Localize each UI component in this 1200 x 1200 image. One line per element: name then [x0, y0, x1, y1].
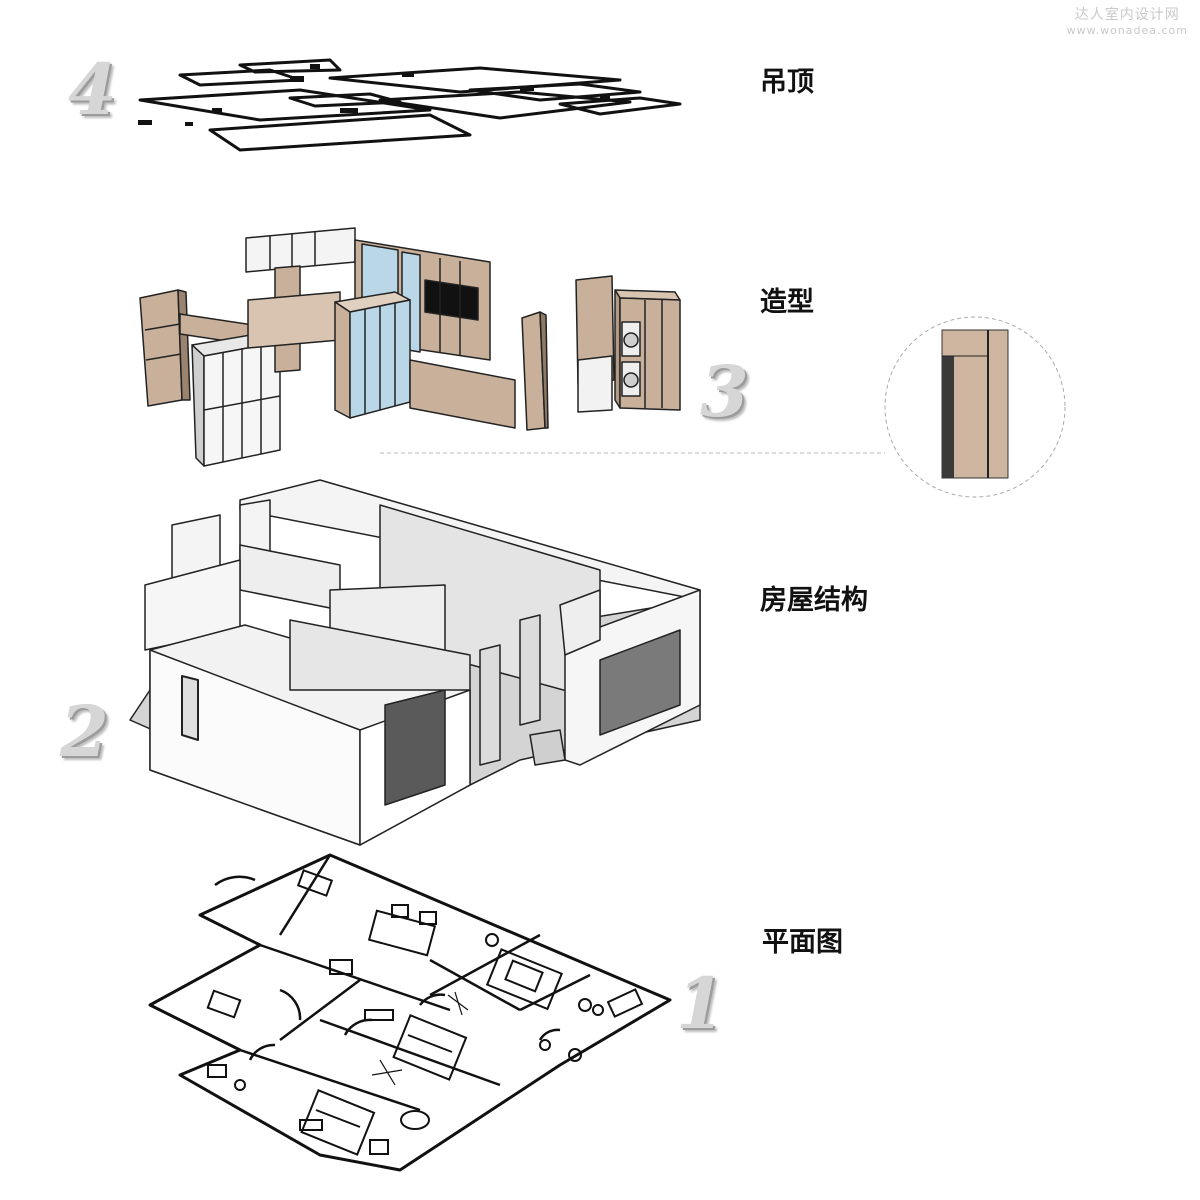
glass-cabinet [334, 291, 411, 419]
laundry-cabinet [575, 275, 681, 413]
middle-shelving [247, 265, 341, 373]
layer-number-4: 4 [68, 48, 117, 131]
layer-label-features: 造型 [760, 287, 814, 318]
tall-wood-panel [521, 311, 549, 431]
cabinet-detail-zoom-icon [884, 316, 1066, 498]
layer-number-2: 2 [60, 690, 109, 773]
layer-label-floor-plan: 平面图 [762, 927, 843, 958]
layer-number-3: 3 [700, 350, 749, 433]
layer-number-1: 1 [676, 962, 725, 1045]
layer-label-structure: 房屋结构 [760, 585, 868, 616]
media-bench [409, 359, 516, 429]
watermark-title: 达人室内设计网 [1074, 7, 1180, 23]
watermark: 达人室内设计网 www.wonadea.com [1067, 4, 1188, 37]
ceiling-fixtures [138, 64, 610, 126]
layer-label-ceiling: 吊顶 [760, 67, 814, 98]
watermark-url: www.wonadea.com [1066, 24, 1188, 37]
ceiling-panels [138, 58, 682, 152]
